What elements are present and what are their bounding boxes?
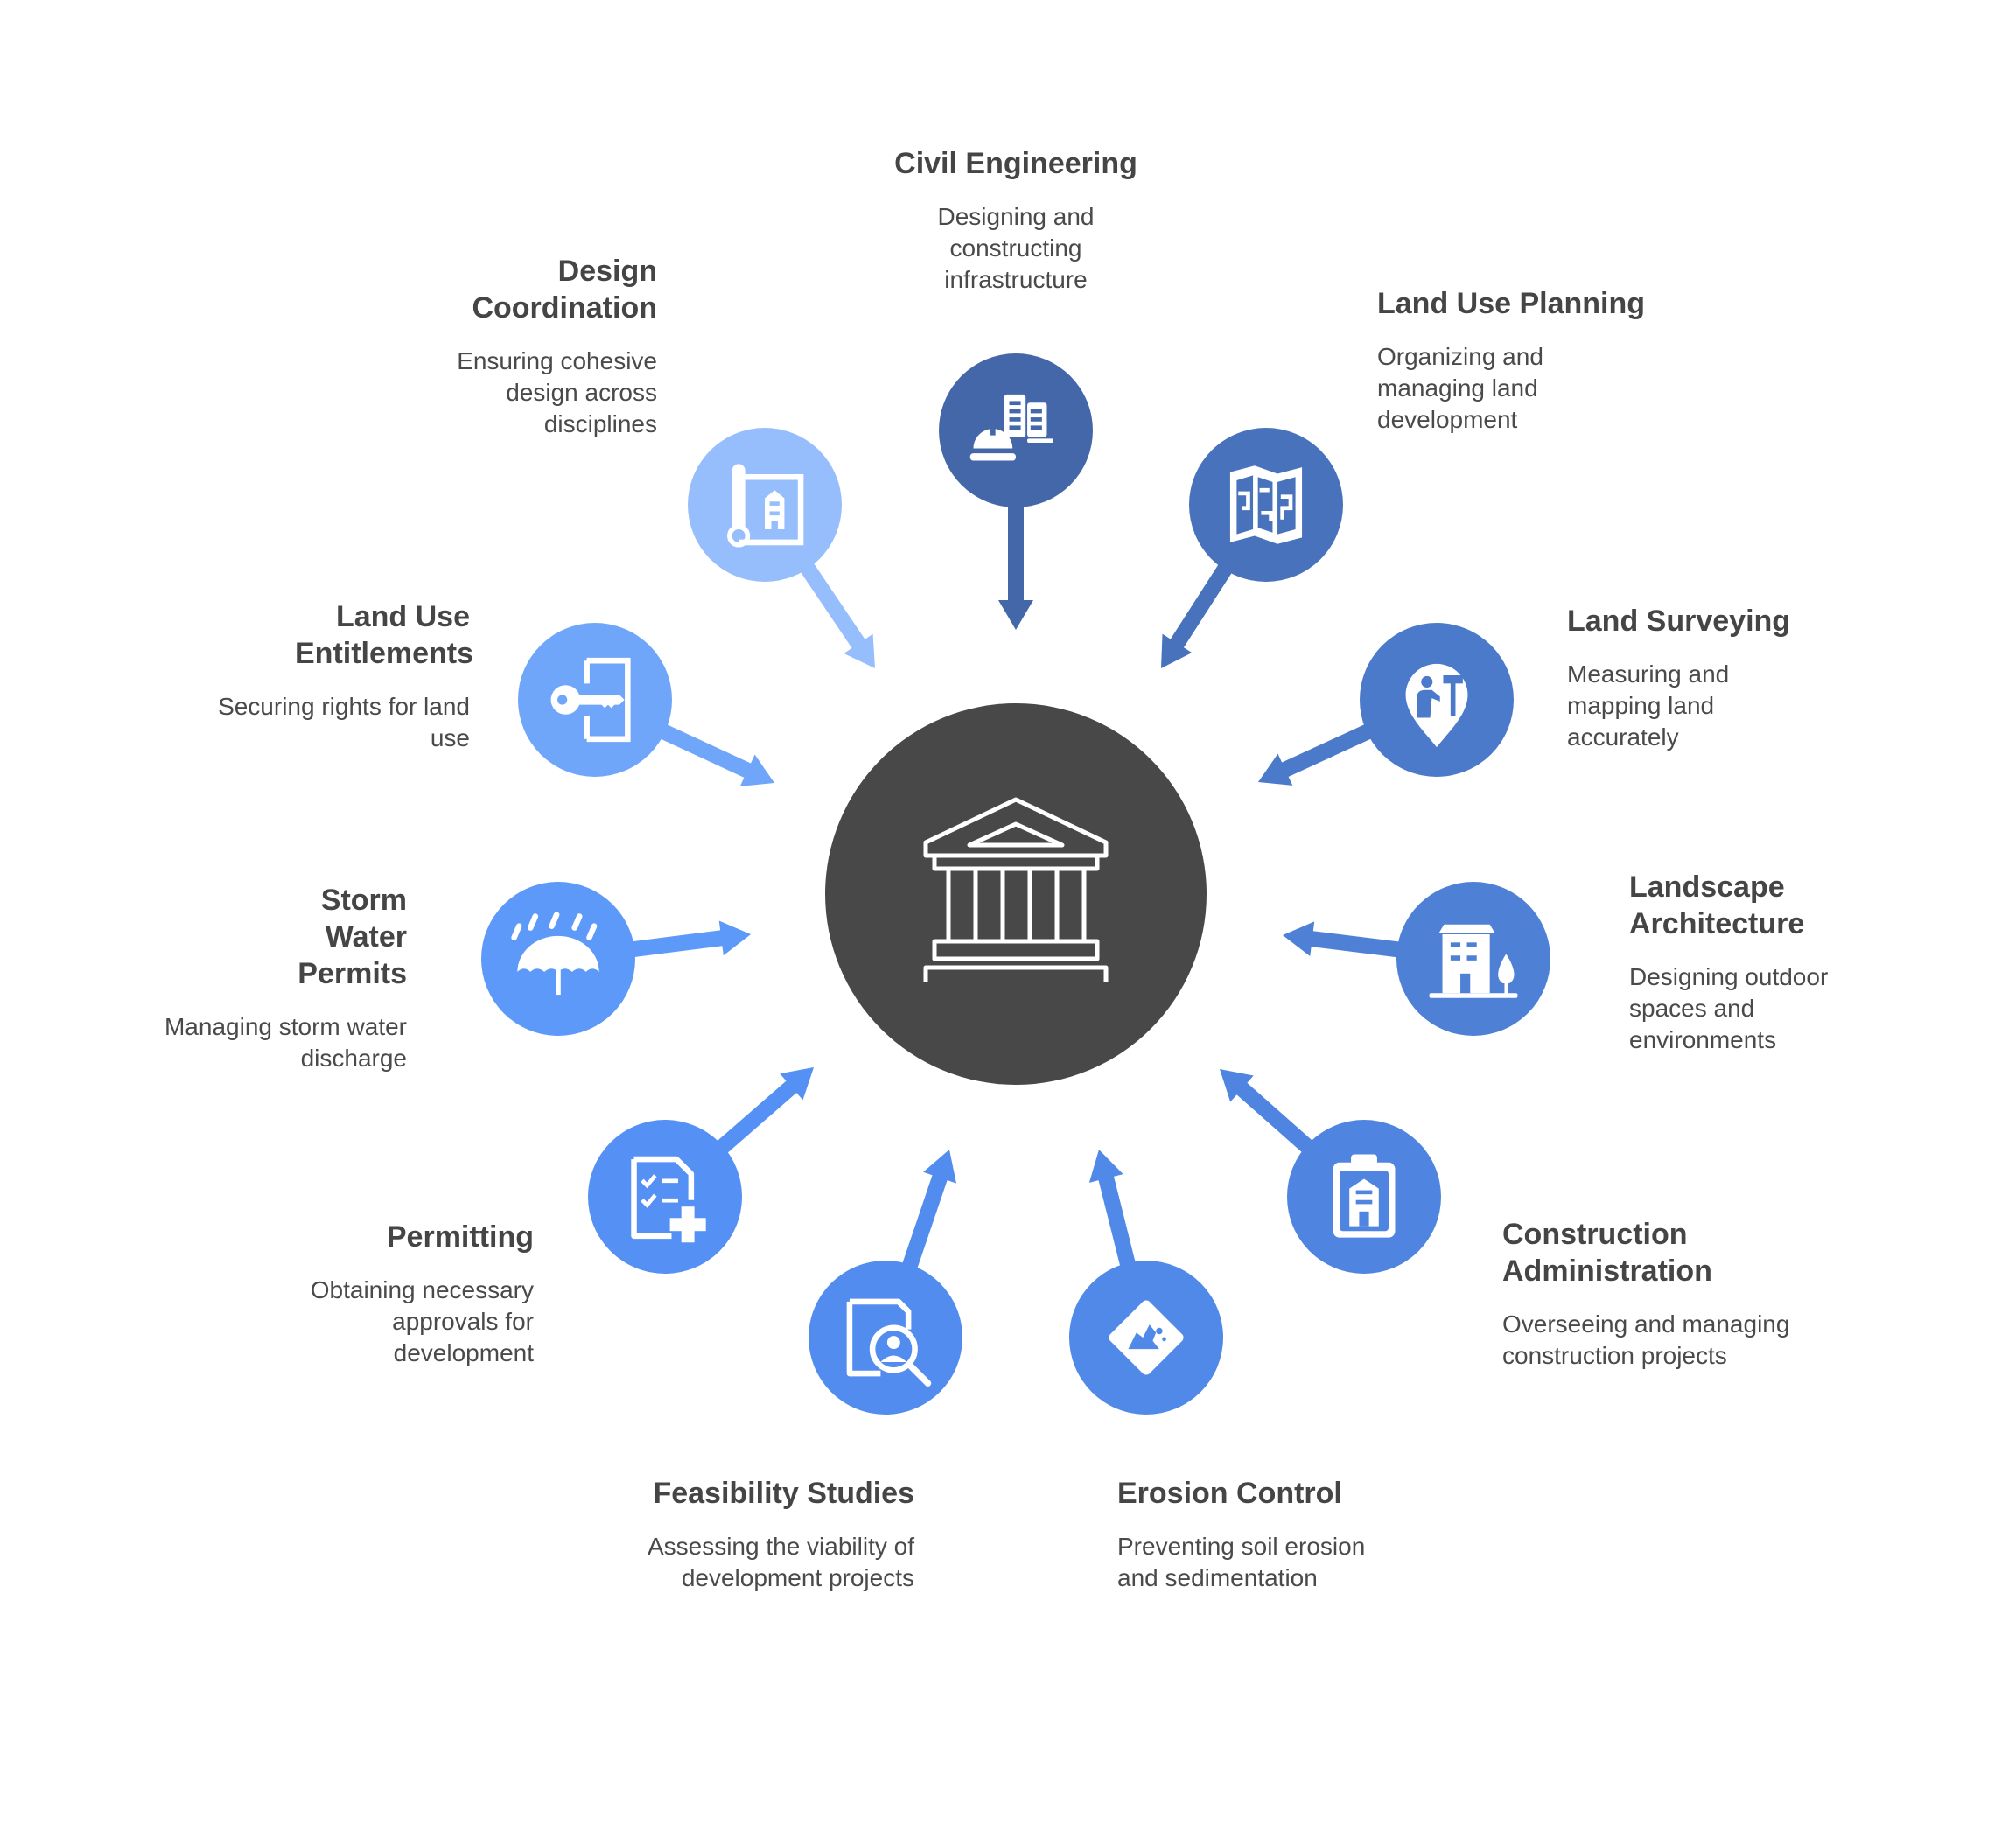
arrowhead-land-use-planning <box>1161 633 1193 668</box>
arrow-land-use-planning <box>1169 557 1236 649</box>
arrowhead-construction-administration <box>1220 1069 1254 1102</box>
node-landscape-architecture <box>1396 882 1550 1036</box>
arrowhead-land-use-entitlements <box>739 754 774 786</box>
node-permitting <box>588 1120 742 1274</box>
node-description: Preventing soil erosion and sedimentatio… <box>1117 1533 1366 1591</box>
government-building-icon <box>923 797 1109 982</box>
node-feasibility-studies <box>808 1261 962 1415</box>
label-storm-water-permits: Storm Water Permits Managing storm water… <box>92 882 407 1074</box>
label-feasibility-studies: Feasibility Studies Assessing the viabil… <box>599 1475 914 1594</box>
node-title: Land Use Planning <box>1377 287 1646 320</box>
arrow-land-surveying <box>1280 721 1378 778</box>
node-construction-administration <box>1287 1120 1441 1274</box>
arrowhead-storm-water-permits <box>718 920 751 956</box>
node-circle <box>588 1120 742 1274</box>
label-permitting: Permitting Obtaining necessary approvals… <box>219 1219 534 1369</box>
arrowhead-landscape-architecture <box>1283 921 1315 957</box>
node-description: Designing outdoor spaces and environment… <box>1629 963 1829 1053</box>
node-circles <box>481 353 1550 1415</box>
node-title: Land Use Entitlements <box>295 600 474 670</box>
arrowhead-civil-engineering <box>998 600 1033 630</box>
label-construction-administration: Construction Administration Overseeing a… <box>1502 1216 1817 1372</box>
node-title: Land Surveying <box>1567 605 1791 638</box>
label-land-surveying: Land Surveying Measuring and mapping lan… <box>1567 603 1882 753</box>
node-storm-water-permits <box>481 882 635 1036</box>
node-title: Permitting <box>386 1220 534 1254</box>
label-landscape-architecture: Landscape Architecture Designing outdoor… <box>1629 869 1944 1056</box>
label-land-use-entitlements: Land Use Entitlements Securing rights fo… <box>155 598 474 754</box>
arrow-feasibility-studies <box>900 1173 948 1276</box>
connector-arrows <box>625 499 1407 1276</box>
node-description: Assessing the viability of development p… <box>647 1533 914 1591</box>
arrow-design-coordination <box>796 556 866 650</box>
node-title: Erosion Control <box>1117 1477 1342 1510</box>
node-design-coordination <box>688 428 842 582</box>
node-civil-engineering <box>939 353 1093 507</box>
node-title: Design Coordination <box>472 255 657 325</box>
center-node <box>825 703 1207 1085</box>
arrow-landscape-architecture <box>1309 931 1407 959</box>
arrow-land-use-entitlements <box>653 721 752 779</box>
label-land-use-planning: Land Use Planning Organizing and managin… <box>1377 285 1692 436</box>
arrow-erosion-control <box>1098 1174 1138 1274</box>
arrow-storm-water-permits <box>625 930 724 959</box>
label-design-coordination: Design Coordination Ensuring cohesive de… <box>342 253 657 440</box>
node-title: Feasibility Studies <box>653 1477 914 1510</box>
arrowhead-permitting <box>780 1067 814 1101</box>
node-description: Designing and constructing infrastructur… <box>937 203 1095 293</box>
map-icon <box>1230 465 1302 544</box>
node-description: Overseeing and managing construction pro… <box>1502 1310 1790 1369</box>
arrowhead-erosion-control <box>1088 1150 1124 1183</box>
arrowhead-design-coordination <box>844 633 875 668</box>
clipboard-building-icon <box>1333 1154 1396 1238</box>
node-description: Managing storm water discharge <box>164 1013 407 1072</box>
arrowhead-feasibility-studies <box>923 1150 957 1184</box>
node-description: Ensuring cohesive design across discipli… <box>457 347 657 437</box>
node-title: Storm Water Permits <box>298 884 407 990</box>
node-description: Securing rights for land use <box>218 693 470 751</box>
label-civil-engineering: Civil Engineering Designing and construc… <box>858 145 1173 296</box>
node-description: Obtaining necessary approvals for develo… <box>310 1276 534 1366</box>
arrow-construction-administration <box>1236 1081 1319 1158</box>
arrow-permitting <box>710 1080 798 1158</box>
node-description: Measuring and mapping land accurately <box>1567 660 1730 751</box>
node-land-use-entitlements <box>518 623 672 777</box>
node-land-surveying <box>1360 623 1514 777</box>
node-title: Landscape Architecture <box>1629 870 1805 940</box>
node-title: Construction Administration <box>1502 1218 1712 1288</box>
arrowhead-land-surveying <box>1258 753 1293 786</box>
node-description: Organizing and managing land development <box>1377 343 1544 433</box>
node-land-use-planning <box>1189 428 1343 582</box>
label-erosion-control: Erosion Control Preventing soil erosion … <box>1117 1475 1432 1594</box>
node-title: Civil Engineering <box>894 147 1138 180</box>
node-erosion-control <box>1069 1261 1223 1415</box>
